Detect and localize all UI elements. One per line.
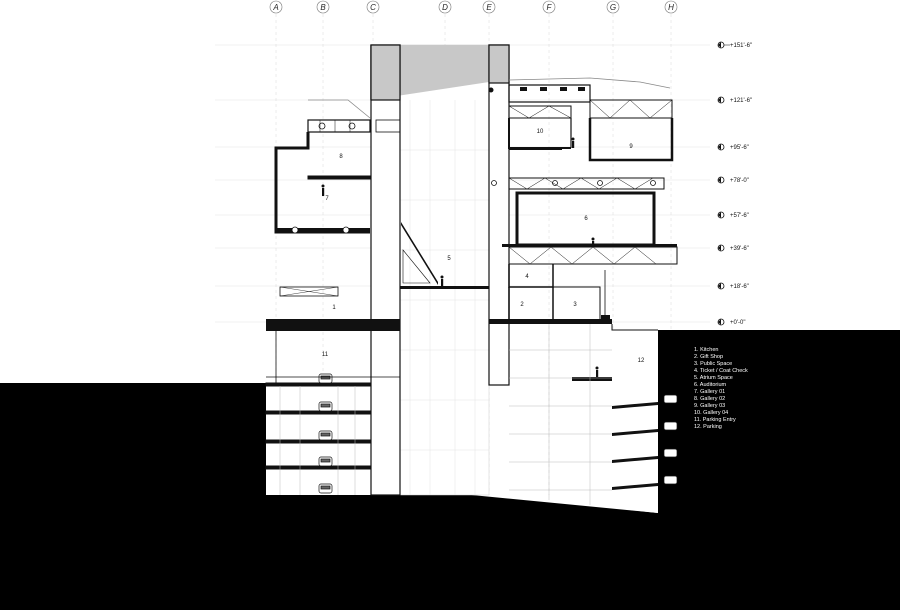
car-icon (663, 394, 678, 404)
person-icons (321, 137, 599, 377)
svg-text:+18'-6": +18'-6" (730, 284, 749, 290)
grid-tag-g: G (606, 0, 620, 14)
car-icons-right (663, 394, 678, 485)
legend-item: 10. Gallery 04 (694, 410, 728, 416)
legend-item: 8. Gallery 02 (694, 396, 725, 402)
level-marker-0: +0'-0" (717, 318, 745, 326)
level-marker-121: +121'-6" (717, 96, 752, 104)
left-wing (266, 99, 401, 383)
grid-tag-a: A (269, 0, 283, 14)
car-icons-left (318, 373, 333, 494)
legend-item: 12. Parking (694, 424, 722, 430)
level-marker-57: +57'-6" (717, 211, 749, 219)
svg-text:C: C (370, 3, 376, 12)
grid-tag-c: C (366, 0, 380, 14)
legend-item: 6. Auditorium (694, 382, 727, 388)
level-marker-18: +18'-6" (717, 282, 749, 290)
legend-item: 2. Gift Shop (694, 354, 723, 360)
legend-item: 3. Public Space (694, 361, 732, 367)
grid-tag-e: E (482, 0, 496, 14)
svg-text:+95'-6": +95'-6" (730, 145, 749, 151)
legend-item: 1. Kitchen (694, 347, 718, 353)
room-label-12: 12 (638, 358, 645, 364)
level-marker-95: +95'-6" (717, 143, 749, 151)
room-label-9: 9 (629, 144, 633, 150)
car-icon (663, 448, 678, 458)
car-icon (663, 421, 678, 431)
svg-text:+121'-6": +121'-6" (730, 98, 752, 104)
grid-tag-d: D (438, 0, 452, 14)
car-icon (318, 430, 333, 441)
room-label-10: 10 (537, 129, 544, 135)
room-labels: 1 2 3 4 5 6 7 8 9 10 11 12 (322, 129, 645, 364)
level-marker-151: +151'-6" (717, 41, 752, 49)
room-label-4: 4 (525, 274, 529, 280)
right-wing (488, 77, 678, 505)
svg-text:F: F (547, 3, 553, 12)
person-icon (321, 184, 325, 196)
svg-text:G: G (610, 3, 616, 12)
svg-text:A: A (272, 3, 278, 12)
person-icon (571, 137, 575, 148)
person-icon (591, 237, 595, 247)
car-icon (318, 456, 333, 467)
grid-tags: A B C D E F G H (269, 0, 678, 14)
svg-text:+57'-6": +57'-6" (730, 213, 749, 219)
car-icon (318, 373, 333, 384)
right-parking-void (612, 330, 658, 513)
atrium-stair (401, 222, 438, 285)
legend-item: 7. Gallery 01 (694, 389, 725, 395)
grid-tag-f: F (542, 0, 556, 14)
car-icon (663, 475, 678, 485)
legend-item: 9. Gallery 03 (694, 403, 725, 409)
svg-text:D: D (442, 3, 448, 12)
room-label-1: 1 (332, 305, 336, 311)
room-label-11: 11 (322, 352, 329, 358)
svg-text:+78'-0": +78'-0" (730, 178, 749, 184)
legend-item: 4. Ticket / Coat Check (694, 368, 748, 374)
car-icon (318, 401, 333, 412)
grid-tag-b: B (316, 0, 330, 14)
room-label-3: 3 (573, 302, 577, 308)
person-icon (595, 366, 599, 377)
grid-tag-h: H (664, 0, 678, 14)
car-icon (318, 483, 333, 494)
person-icon (440, 275, 444, 287)
level-marker-39: +39'-6" (717, 244, 749, 252)
level-marker-78: +78'-0" (717, 176, 749, 184)
parking-entry-slab (572, 377, 612, 381)
svg-text:+151'-6": +151'-6" (730, 43, 752, 49)
room-label-6: 6 (584, 216, 588, 222)
room-label-2: 2 (520, 302, 524, 308)
room-label-5: 5 (447, 256, 451, 262)
svg-text:+0'-0": +0'-0" (730, 320, 745, 326)
legend-item: 5. Atrium Space (694, 375, 733, 381)
room-label-7: 7 (325, 196, 329, 202)
room-legend: 1. Kitchen 2. Gift Shop 3. Public Space … (694, 347, 748, 430)
legend-item: 11. Parking Entry (694, 417, 736, 423)
structural-columns (370, 44, 510, 496)
svg-text:H: H (668, 3, 674, 12)
level-markers: +151'-6" +121'-6" +95'-6" +78'-0" +57'-6… (717, 41, 752, 326)
svg-text:E: E (486, 3, 492, 12)
right-parking-ramps (612, 402, 658, 490)
svg-text:+39'-6": +39'-6" (730, 246, 749, 252)
svg-text:B: B (320, 3, 326, 12)
room-label-8: 8 (339, 154, 343, 160)
